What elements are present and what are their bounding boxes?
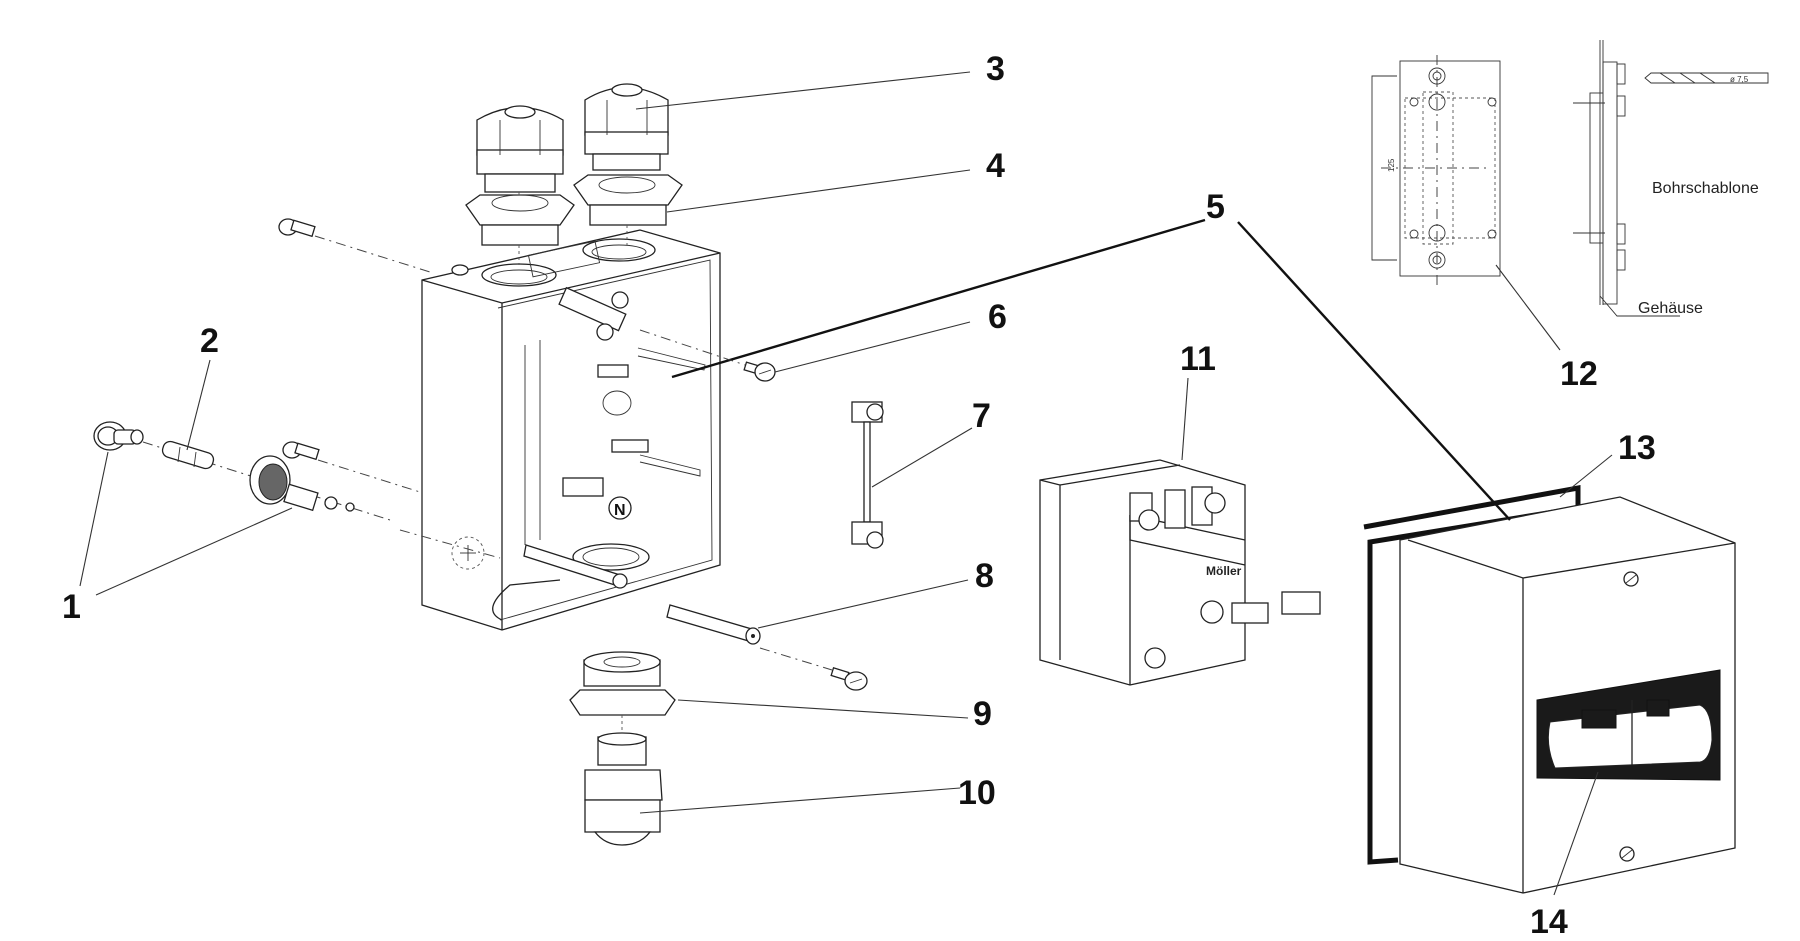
leader-11 xyxy=(1181,377,1189,461)
drill-bit-icon xyxy=(1644,72,1769,84)
fuse-holder-base xyxy=(249,455,355,512)
callout-6: 6 xyxy=(988,298,1007,336)
housing-base: N xyxy=(421,229,721,631)
callout-4: 4 xyxy=(986,147,1005,185)
screw-8 xyxy=(830,667,868,691)
assembly-axis xyxy=(314,235,431,273)
spacer-rod xyxy=(666,604,761,645)
motor-protective-switch: Möller xyxy=(1039,459,1321,686)
brand-mark: Möller xyxy=(1206,564,1242,578)
lock-nut-bottom xyxy=(569,651,676,716)
leader-7 xyxy=(871,427,973,488)
callout-12: 12 xyxy=(1560,355,1598,393)
drill-diameter-label: ø 7,5 xyxy=(1730,75,1749,84)
leader-13 xyxy=(1559,454,1613,498)
callout-2: 2 xyxy=(200,322,219,360)
leader-10 xyxy=(639,787,961,814)
neutral-terminal-label: N xyxy=(614,502,626,519)
callout-10: 10 xyxy=(958,774,996,812)
drilling-template: 125 xyxy=(1371,55,1501,287)
leader-5-extension xyxy=(1237,221,1511,521)
dimension-label: 125 xyxy=(1387,158,1396,172)
enclosure-cover xyxy=(1399,496,1736,894)
switch-button-on xyxy=(1581,709,1617,729)
cable-gland-bottom xyxy=(584,732,663,846)
leader-9 xyxy=(677,699,969,719)
callout-8: 8 xyxy=(975,557,994,595)
leader-5 xyxy=(671,218,1206,379)
leader-3 xyxy=(635,71,971,110)
cable-gland-right xyxy=(584,83,669,171)
callout-11: 11 xyxy=(1180,340,1216,378)
callout-7: 7 xyxy=(972,397,991,435)
neutral-terminal-marker xyxy=(608,496,632,520)
leader-12 xyxy=(1495,264,1561,351)
lock-nut-right xyxy=(573,174,683,226)
switch-button-off xyxy=(1646,699,1670,717)
callout-13: 13 xyxy=(1618,429,1656,467)
screw-6 xyxy=(743,361,776,382)
leader-14 xyxy=(1553,771,1599,896)
leader-8 xyxy=(757,579,969,629)
leader-2 xyxy=(186,359,211,451)
callout-5: 5 xyxy=(1206,188,1225,226)
callout-14: 14 xyxy=(1530,903,1568,941)
fuse-holder-cap xyxy=(93,421,144,451)
leader-4 xyxy=(666,169,971,213)
assembly-axis xyxy=(399,529,501,559)
fuse-cartridge xyxy=(161,440,215,470)
callout-3: 3 xyxy=(986,50,1005,88)
callout-1: 1 xyxy=(62,588,81,626)
leader-1b xyxy=(95,507,293,596)
housing-label: Gehäuse xyxy=(1638,300,1703,317)
assembly-axis xyxy=(317,459,421,493)
leader-1a xyxy=(79,451,109,587)
assembly-axis xyxy=(759,647,833,671)
knockout-marker xyxy=(451,536,485,570)
assembly-axis xyxy=(639,329,746,366)
screw-top-left xyxy=(278,218,316,238)
screw-left xyxy=(282,441,320,461)
callout-9: 9 xyxy=(973,695,992,733)
template-plate xyxy=(1399,60,1501,277)
template-side-view: ø 7,5 xyxy=(1573,40,1769,317)
cable-gland-left xyxy=(476,105,564,193)
drilling-template-title: Bohrschablone xyxy=(1652,180,1759,197)
leader-6 xyxy=(774,321,971,373)
bridge-link xyxy=(851,401,884,549)
lock-nut-left xyxy=(465,194,575,246)
